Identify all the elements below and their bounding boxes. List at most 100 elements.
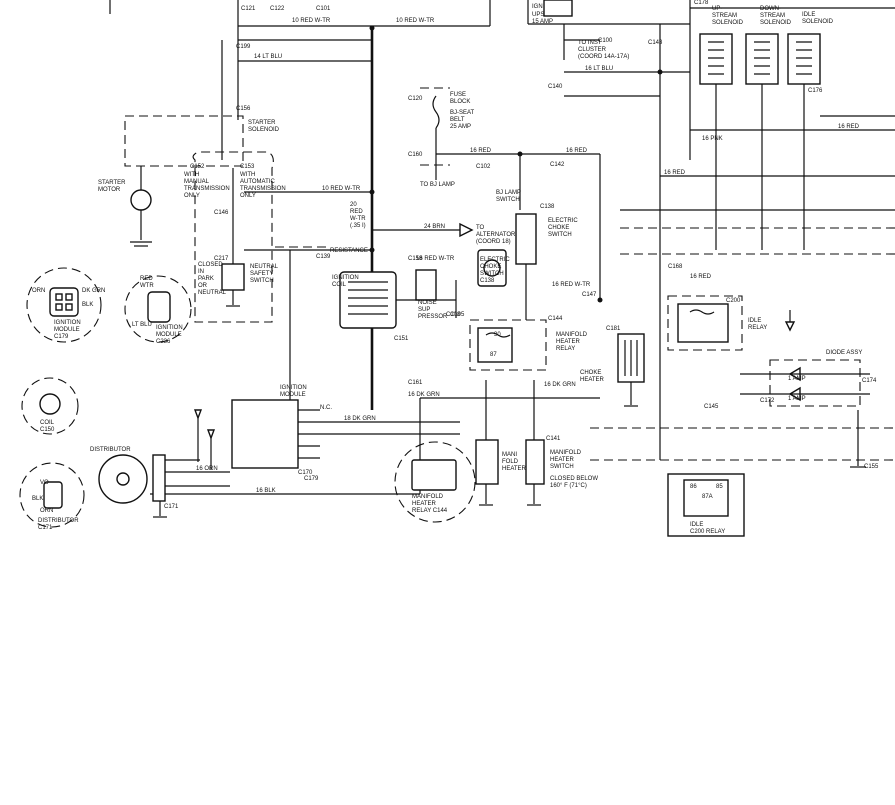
conn-c151: C151 xyxy=(394,336,409,342)
wire-label-dk-grn-16: 16 DK GRN xyxy=(544,382,576,388)
choke-heater-label: CHOKE HEATER xyxy=(580,370,604,383)
wire-label-orn-16: 16 ORN xyxy=(196,466,218,472)
conn-c160: C160 xyxy=(408,152,423,158)
conn-c217: C217 xyxy=(214,256,229,262)
conn-c101: C101 xyxy=(316,6,331,12)
manifold-heater xyxy=(475,439,499,485)
conn-c140: C140 xyxy=(548,84,563,90)
idle-relay-label: IDLE RELAY xyxy=(748,318,768,331)
conn-c138: C138 xyxy=(540,204,555,210)
wire-label-red-16-c: 16 RED xyxy=(664,170,686,176)
manifold-heater-relay-box xyxy=(469,319,547,371)
pin-orn: ORN xyxy=(32,288,46,294)
electric-choke-switch-label: ELECTRIC CHOKE SWITCH xyxy=(548,218,578,238)
neutral-switch-box xyxy=(192,151,274,323)
pin-amp1-b: 1 AMP xyxy=(788,396,806,402)
conn-c143: C143 xyxy=(648,40,663,46)
ign-module-conn2-label: IGNITION MODULE C236 xyxy=(156,325,183,345)
wire-label-red-wtr-c: 10 RED W-TR xyxy=(322,186,361,192)
conn-c170: C170 xyxy=(298,470,313,476)
to-alternator-label: TO ALTERNATOR (COORD 18) xyxy=(476,225,516,245)
starter-solenoid-box xyxy=(124,115,244,167)
downstream-solenoid-label: DOWN- STREAM SOLENOID xyxy=(760,6,792,26)
pin-87a: 87A xyxy=(702,494,713,500)
pin-86: 86 xyxy=(690,484,697,490)
manifold-heater-switch xyxy=(525,439,545,485)
distributor-label: DISTRIBUTOR xyxy=(90,447,131,453)
wire-label-dk-grn-18: 18 DK GRN xyxy=(344,416,376,422)
closed-in-park-label: CLOSED IN PARK OR NEUTRAL xyxy=(198,262,227,296)
pin-blk: BLK xyxy=(82,302,94,308)
wire-label-red-wtr: 10 RED W-TR xyxy=(292,18,331,24)
ignition-coil-label: IGNITION COIL xyxy=(332,275,359,288)
wire-label-blk-16: 16 BLK xyxy=(256,488,276,494)
manifold-relay-c144-callout xyxy=(394,441,476,523)
conn-c147: C147 xyxy=(582,292,597,298)
conn-c139: C139 xyxy=(316,254,331,260)
pin-lt-blu: LT BLU xyxy=(132,322,152,328)
wire-label-red-16-d: 16 RED xyxy=(690,274,712,280)
conn-c100: C100 xyxy=(598,38,613,44)
pin-orn-dist: ORN xyxy=(40,508,54,514)
wire-label-lt-blu-16: 16 LT BLU xyxy=(585,66,614,72)
ignition-module-label: IGNITION MODULE xyxy=(280,385,307,398)
ups-label: UPS 15 AMP xyxy=(532,12,554,25)
conn-c121: C121 xyxy=(241,6,256,12)
conn-c178: C178 xyxy=(694,0,709,6)
conn-c153: C153 xyxy=(240,164,255,170)
pin-30: 30 xyxy=(494,332,501,338)
conn-c199: C199 xyxy=(236,44,251,50)
wire-label-dk-grn-16-b: 16 DK GRN xyxy=(408,392,440,398)
idle-relay-box xyxy=(667,295,743,351)
auto-trans-label: WITH AUTOMATIC TRANSMISSION ONLY xyxy=(240,172,286,199)
pin-87: 87 xyxy=(490,352,497,358)
wire-label-red-16-b: 16 RED xyxy=(566,148,588,154)
fuse-symbol xyxy=(432,95,440,129)
conn-c102: C102 xyxy=(476,164,491,170)
starter-solenoid-label: STARTER SOLENOID xyxy=(248,120,280,133)
manifold-heater-relay-label: MANIFOLD HEATER RELAY xyxy=(556,332,588,352)
inst-cluster-label: TO INST CLUSTER (COORD 14A-17A) xyxy=(578,40,630,60)
wire-label-brn-24: 24 BRN xyxy=(424,224,446,230)
pin-vo: VO xyxy=(40,480,49,486)
neutral-switch-label: NEUTRAL SAFETY SWITCH xyxy=(250,264,279,284)
fuse-block-label: FUSE BLOCK xyxy=(450,92,471,105)
ignition-module-connector-callout xyxy=(26,267,102,343)
pin-blk-dist: BLK xyxy=(32,496,44,502)
conn-c108: C108 xyxy=(446,312,461,318)
conn-c120: C120 xyxy=(408,96,423,102)
ign-module-conn-label: IGNITION MODULE C179 xyxy=(54,320,81,340)
pin-85: 85 xyxy=(716,484,723,490)
wire-label-red-16-e: 16 RED xyxy=(838,124,860,130)
closed-below-label: CLOSED BELOW 160° F (71°C) xyxy=(550,476,599,489)
diode-assy xyxy=(769,359,861,407)
conn-c200: C200 xyxy=(726,298,741,304)
starter-motor-label: STARTER MOTOR xyxy=(98,180,126,193)
wire-label-red-wtr-16-b: 16 RED W-TR xyxy=(552,282,591,288)
ign-label: IGN xyxy=(532,4,543,10)
pin-red-wtr: RED WTR xyxy=(140,276,154,289)
conn-c146: C146 xyxy=(214,210,229,216)
conn-c174: C174 xyxy=(862,378,877,384)
conn-c145: C145 xyxy=(704,404,719,410)
conn-c156: C156 xyxy=(236,106,251,112)
distributor-conn-label: DISTRIBUTOR C171 xyxy=(38,518,79,531)
wire-label-red-wtr-b: 10 RED W-TR xyxy=(396,18,435,24)
conn-c181: C181 xyxy=(606,326,621,332)
schematic-canvas xyxy=(19,0,895,537)
resistance-label: RESISTANCE xyxy=(330,248,368,254)
bj-seat-belt-label: BJ-SEAT BELT 25 AMP xyxy=(450,110,475,130)
pin-nc: N.C. xyxy=(320,405,332,411)
conn-c171: C171 xyxy=(164,504,179,510)
idle-relay xyxy=(677,303,729,343)
idle-solenoid-label: IDLE SOLENOID xyxy=(802,12,834,25)
wire-label-red-16: 16 RED xyxy=(470,148,492,154)
conn-c152: C152 xyxy=(190,164,205,170)
conn-c105: C105 xyxy=(450,312,465,318)
idle-c200-relay-label: IDLE C200 RELAY xyxy=(690,522,726,535)
conn-c158: C158 xyxy=(408,256,423,262)
wiring-schematic: STARTER MOTOR STARTER SOLENOID WITH MANU… xyxy=(19,0,895,537)
conn-c168: C168 xyxy=(668,264,683,270)
manifold-heater-relay-c144-label: MANIFOLD HEATER RELAY C144 xyxy=(412,494,448,514)
bj-lamp-switch-label: BJ LAMP SWITCH xyxy=(496,190,522,203)
